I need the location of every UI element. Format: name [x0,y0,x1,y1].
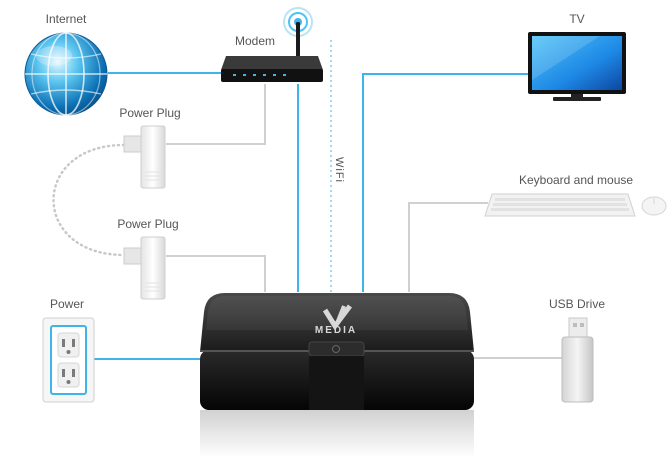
label-internet: Internet [45,12,87,26]
power-button [308,341,365,357]
label-usb-drive: USB Drive [548,297,606,311]
globe-icon [24,32,108,116]
label-power: Power [49,297,85,311]
media-box-icon [200,293,474,458]
link-powerline [52,143,126,257]
link-keyboard-box [408,202,488,292]
connection-lines [52,40,562,360]
powerline-adapter-icon-2 [123,236,166,300]
label-keyboard-mouse: Keyboard and mouse [518,173,634,187]
powerline-adapter-icon-1 [123,125,166,189]
label-power-plug-2: Power Plug [117,217,179,231]
keyboard-mouse-icon [484,193,667,217]
box-logo-text: MEDIA [315,325,357,336]
box-logo [322,304,352,331]
label-power-plug-1: Power Plug [119,106,181,120]
label-tv: TV [569,12,585,26]
label-modem: Modem [234,34,276,48]
link-plug2-box [166,255,266,292]
wall-outlet-icon [42,317,95,403]
link-tv-box [362,73,528,292]
tv-icon [528,32,626,101]
link-modem-plug1 [166,84,266,145]
usb-drive-icon [561,317,594,403]
label-wifi: WiFi [333,157,345,183]
router-icon [221,7,323,82]
